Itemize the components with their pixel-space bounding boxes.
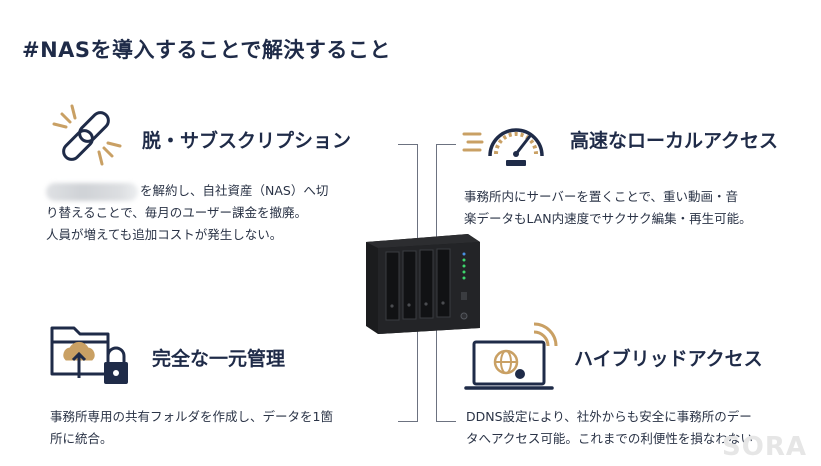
- speedometer-icon: [462, 108, 554, 172]
- folder-lock-icon: [48, 318, 134, 390]
- connector-bottom-right: [436, 330, 456, 422]
- local-access-description: 事務所内にサーバーを置くことで、重い動画・音 楽データもLAN内速度でサクサク編…: [464, 189, 752, 226]
- nas-device-image: [360, 232, 484, 336]
- subscription-description: を解約し、自社資産（NAS）へ切 り替えることで、毎月のユーザー課金を撤廃。 人…: [46, 182, 329, 242]
- hybrid-access-heading: ハイブリッドアクセス: [574, 348, 763, 370]
- central-management-heading: 完全な一元管理: [152, 348, 286, 370]
- central-management-description: 事務所専用の共有フォルダを作成し、データを1箇 所に統合。: [50, 409, 333, 446]
- page-title: #NASを導入することで解決すること: [22, 38, 391, 62]
- redacted-text: [46, 182, 138, 201]
- watermark: SORA: [722, 432, 807, 462]
- laptop-globe-icon: [462, 318, 566, 394]
- local-access-heading: 高速なローカルアクセス: [570, 130, 779, 152]
- broken-chain-icon: [48, 100, 128, 172]
- subscription-heading: 脱・サブスクリプション: [142, 130, 352, 152]
- connector-top-right: [436, 144, 456, 240]
- hybrid-access-description: DDNS設定により、社外からも安全に事務所のデー タへアクセス可能。これまでの利…: [466, 409, 753, 446]
- connector-bottom-left: [398, 330, 418, 422]
- connector-top-left: [398, 144, 418, 240]
